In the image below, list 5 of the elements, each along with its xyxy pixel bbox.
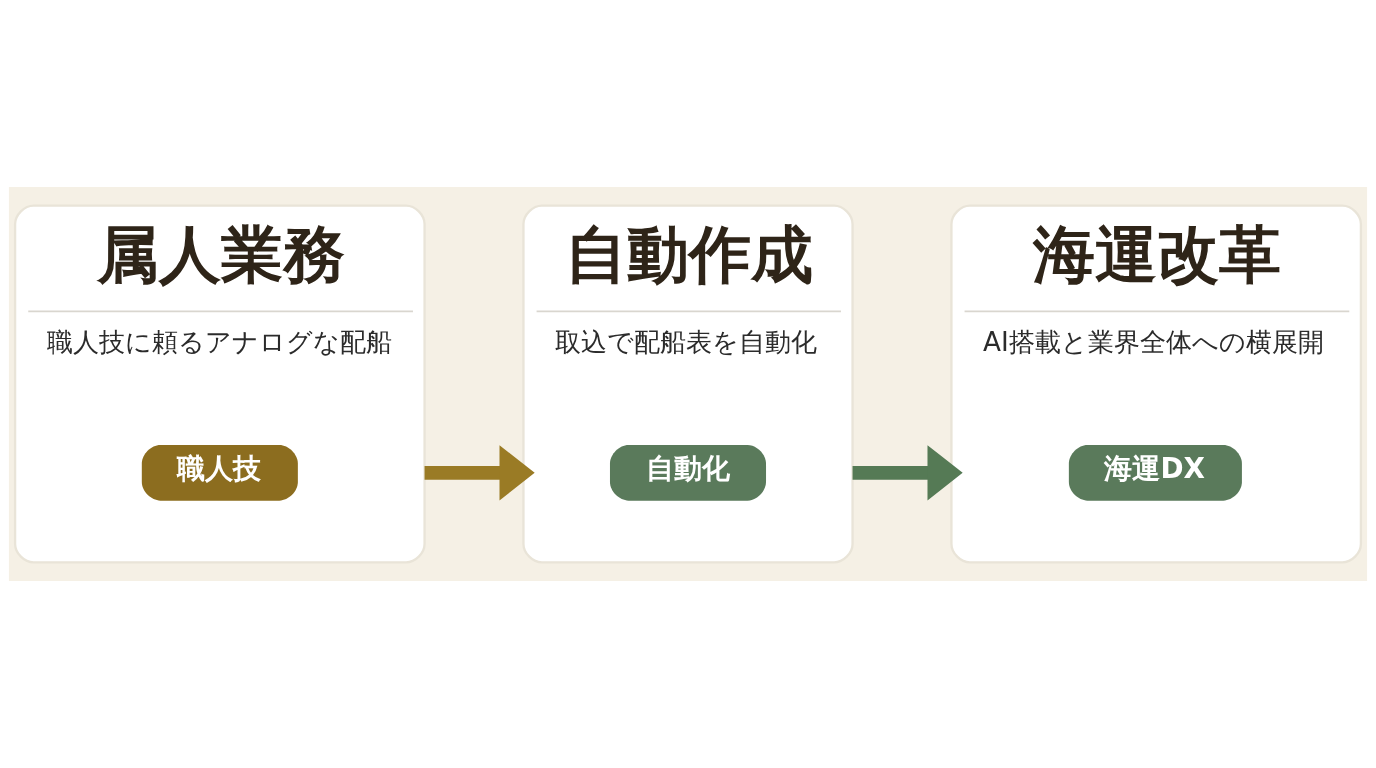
arrow — [424, 445, 535, 501]
node-box: 職人技 — [141, 445, 298, 501]
arrow — [852, 445, 963, 501]
node-box: 海運DX — [1068, 445, 1242, 501]
node-box: 自動化 — [609, 445, 767, 501]
